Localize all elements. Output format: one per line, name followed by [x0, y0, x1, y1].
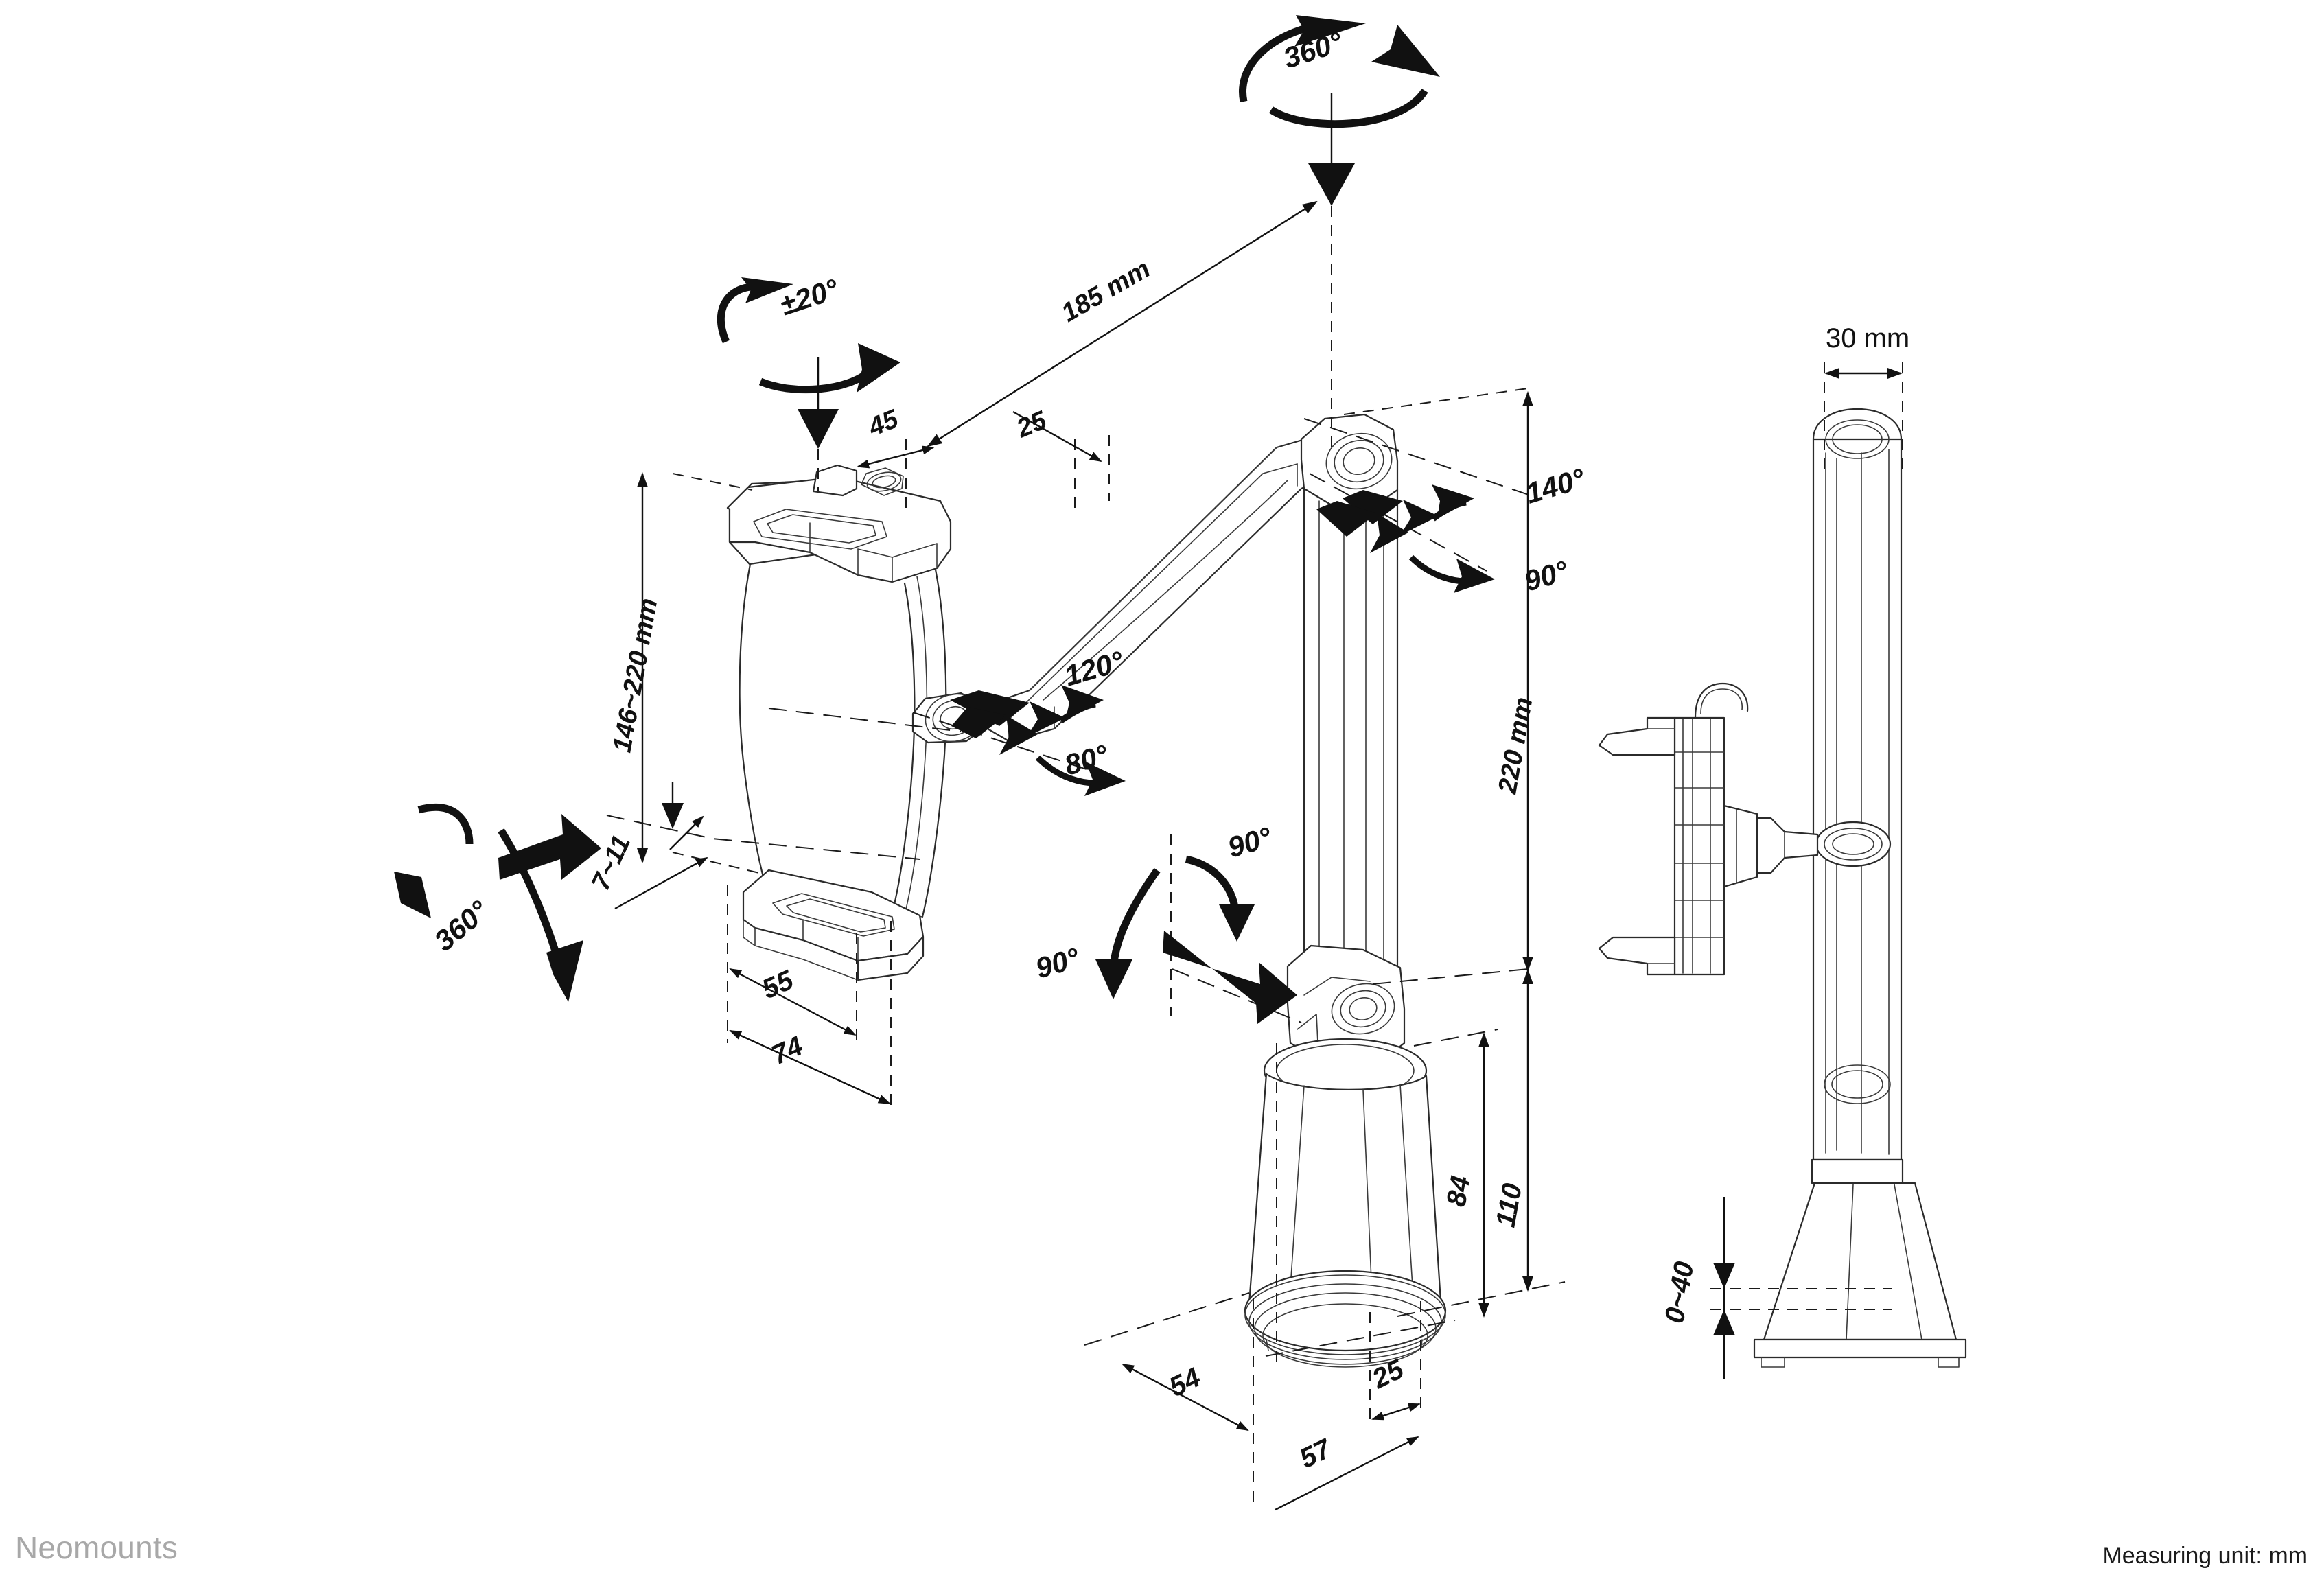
rotation-360-icon-holder	[394, 803, 601, 1002]
brand-logo: Neomounts	[15, 1530, 178, 1565]
label-width-55: 55	[758, 965, 798, 1005]
label-angle-90-left: 90°	[1032, 942, 1084, 985]
label-height-220: 220 mm	[1493, 695, 1538, 797]
label-rotation-360-holder: 360°	[428, 894, 496, 957]
dim-offset-45	[857, 439, 935, 509]
swivel-20-icon	[717, 277, 900, 491]
tilt-arrow-icon-upper	[1303, 418, 1531, 593]
dim-height-220	[1343, 388, 1533, 985]
label-angle-90-right: 90°	[1224, 821, 1276, 864]
label-offset-25-base: 25	[1367, 1354, 1409, 1395]
label-height-range: 146~220 mm	[608, 596, 664, 755]
column-assembly	[1286, 413, 1406, 1064]
label-angle-140: 140°	[1522, 462, 1590, 509]
label-height-110: 110	[1491, 1181, 1528, 1229]
extension-arm	[980, 435, 1337, 743]
dim-thickness-range	[606, 782, 920, 910]
label-thickness-range: 7~11	[586, 831, 636, 895]
label-height-84: 84	[1441, 1174, 1476, 1208]
dim-side-width-30	[1824, 362, 1903, 472]
dim-clamp-range	[1710, 1197, 1892, 1379]
label-side-width-30: 30 mm	[1826, 323, 1909, 353]
dim-arm-length	[927, 200, 1318, 447]
dim-base	[1084, 1292, 1456, 1511]
dim-height-range	[637, 472, 760, 874]
side-view-group	[1598, 408, 1967, 1368]
base-assembly	[1244, 1038, 1447, 1368]
label-swivel-20: ±20°	[776, 272, 843, 322]
rotation-360-icon-top	[1239, 15, 1440, 453]
label-offset-45: 45	[864, 404, 903, 442]
tilt-arrow-icon-holder	[768, 685, 1126, 796]
dim-width-55-74	[727, 885, 892, 1106]
label-width-74: 74	[767, 1031, 808, 1071]
dim-height-84-110	[1276, 969, 1566, 1366]
tablet-holder-assembly	[726, 464, 984, 981]
measuring-unit-note: Measuring unit: mm	[2102, 1543, 2308, 1569]
label-arm-length: 185 mm	[1057, 255, 1156, 328]
isometric-view-group	[726, 413, 1447, 1368]
label-depth-54: 54	[1165, 1362, 1205, 1403]
label-width-57: 57	[1295, 1433, 1337, 1474]
dim-offset-25-top	[1012, 410, 1110, 508]
pivot-arrow-icon-lower	[1095, 834, 1302, 1024]
label-offset-25-top: 25	[1012, 406, 1051, 443]
label-clamp-range: 0~40	[1660, 1259, 1700, 1325]
